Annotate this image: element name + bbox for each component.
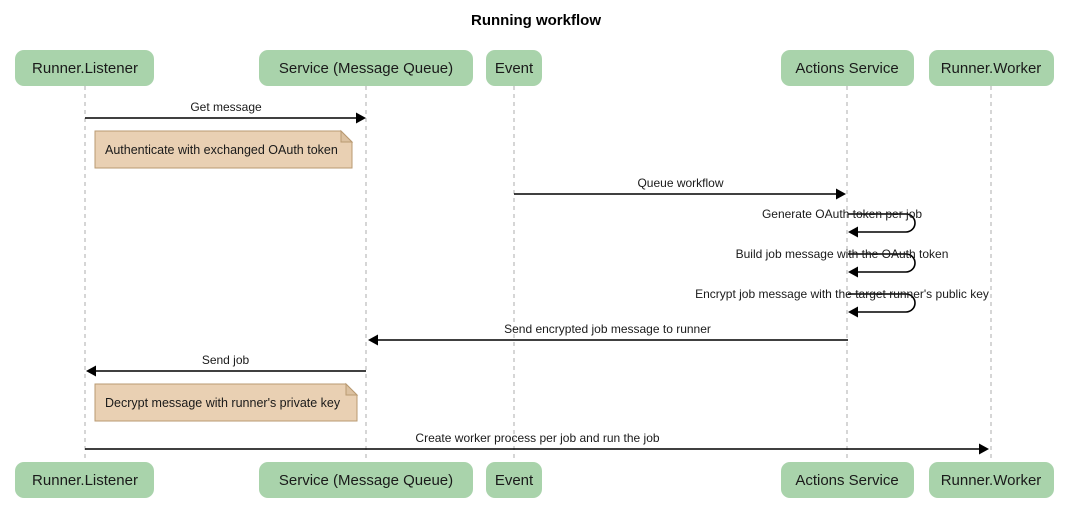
participant-label: Runner.Worker (941, 60, 1042, 77)
note-label: Decrypt message with runner's private ke… (105, 396, 341, 410)
participant-box (486, 50, 542, 86)
message-label: Create worker process per job and run th… (415, 431, 659, 445)
participant-runner-worker-bottom[interactable]: Runner.Worker (929, 462, 1054, 498)
participant-label: Runner.Listener (32, 472, 138, 489)
participant-actions-service-bottom[interactable]: Actions Service (781, 462, 914, 498)
participant-label: Actions Service (795, 472, 898, 489)
message-build-job-message[interactable]: Build job message with the OAuth token (736, 247, 949, 278)
message-get-message[interactable]: Get message (85, 100, 366, 124)
self-loop-path (848, 253, 916, 273)
participant-label: Service (Message Queue) (279, 60, 453, 77)
message-label: Build job message with the OAuth token (736, 247, 949, 261)
header-participants-group: Runner.Listener Service (Message Queue) Ev… (15, 50, 1054, 86)
participant-box (929, 50, 1054, 86)
participant-service-mq-top[interactable]: Service (Message Queue) (259, 50, 473, 86)
note-fold-corner-icon (340, 129, 354, 143)
participant-label: Service (Message Queue) (279, 472, 453, 489)
message-send-job[interactable]: Send job (86, 353, 366, 377)
self-loop-path (848, 293, 916, 313)
message-label: Get message (190, 100, 262, 114)
participant-box (781, 50, 914, 86)
message-label: Encrypt job message with the target runn… (695, 287, 989, 301)
participant-box (486, 462, 542, 498)
message-queue-workflow[interactable]: Queue workflow (514, 176, 846, 200)
participant-box (259, 50, 473, 86)
note-fold-corner-icon (345, 382, 359, 396)
note-decrypt: Decrypt message with runner's private ke… (94, 382, 359, 422)
participant-label: Event (495, 60, 534, 77)
arrow-head (836, 188, 846, 200)
participant-runner-listener-bottom[interactable]: Runner.Listener (15, 462, 154, 498)
arrow-head (848, 226, 858, 238)
note-label: Authenticate with exchanged OAuth token (105, 143, 338, 157)
message-send-encrypted-job-message[interactable]: Send encrypted job message to runner (368, 322, 848, 346)
message-label: Send job (202, 353, 250, 367)
participant-runner-worker-top[interactable]: Runner.Worker (929, 50, 1054, 86)
participant-label: Actions Service (795, 60, 898, 77)
participant-box (929, 462, 1054, 498)
participant-label: Event (495, 472, 534, 489)
note-body (94, 130, 353, 169)
participant-label: Runner.Worker (941, 472, 1042, 489)
participant-runner-listener-top[interactable]: Runner.Listener (15, 50, 154, 86)
participant-service-mq-bottom[interactable]: Service (Message Queue) (259, 462, 473, 498)
page-title: Running workflow (471, 12, 601, 29)
message-label: Queue workflow (637, 176, 723, 190)
message-encrypt-job-message[interactable]: Encrypt job message with the target runn… (695, 287, 989, 318)
message-create-worker-process[interactable]: Create worker process per job and run th… (85, 431, 989, 455)
lifelines-group (84, 86, 992, 462)
arrow-head (848, 306, 858, 318)
note-authenticate: Authenticate with exchanged OAuth token (94, 129, 354, 169)
participant-label: Runner.Listener (32, 60, 138, 77)
arrow-head (848, 266, 858, 278)
participant-event-top[interactable]: Event (486, 50, 542, 86)
participant-box (15, 50, 154, 86)
message-label: Generate OAuth token per job (762, 207, 922, 221)
arrow-head (979, 443, 989, 455)
note-body (94, 383, 358, 422)
message-label: Send encrypted job message to runner (504, 322, 711, 336)
participant-box (781, 462, 914, 498)
arrow-head (356, 112, 366, 124)
self-loop-path (848, 213, 916, 233)
message-generate-oauth-token[interactable]: Generate OAuth token per job (762, 207, 922, 238)
participant-box (15, 462, 154, 498)
participant-event-bottom[interactable]: Event (486, 462, 542, 498)
arrow-head (86, 365, 96, 377)
participant-box (259, 462, 473, 498)
arrow-head (368, 334, 378, 346)
participant-actions-service-top[interactable]: Actions Service (781, 50, 914, 86)
footer-participants-group: Runner.Listener Service (Message Queue) Ev… (15, 462, 1054, 498)
notes-group: Authenticate with exchanged OAuth tokenD… (94, 129, 359, 422)
